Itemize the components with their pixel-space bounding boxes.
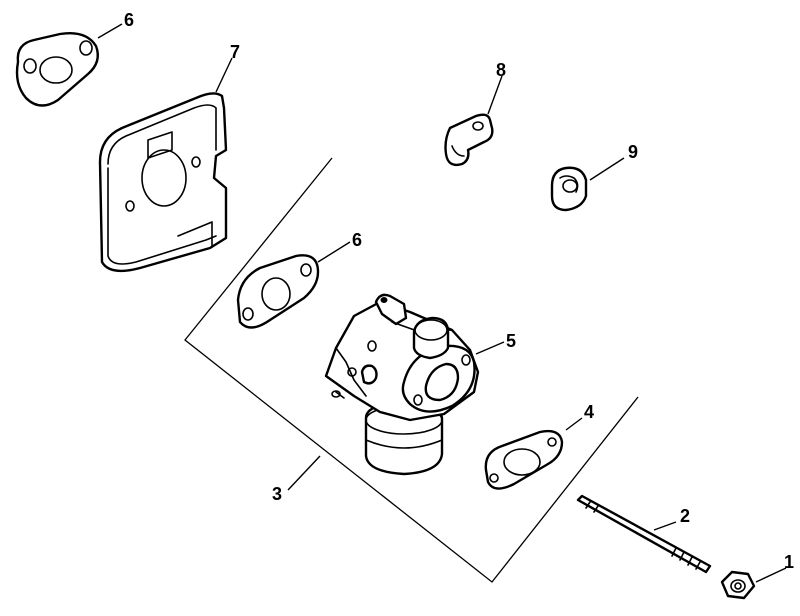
- leader-line-2: [653, 521, 677, 531]
- callout-5: 5: [506, 331, 516, 351]
- leader-line-7: [215, 57, 233, 93]
- leader-line-3: [287, 455, 321, 491]
- callout-2: 2: [680, 506, 690, 526]
- callout-3: 3: [272, 484, 282, 504]
- callout-6-middle: 6: [352, 230, 362, 250]
- callout-4: 4: [584, 402, 594, 422]
- callout-9: 9: [628, 142, 638, 162]
- leader-line-5: [475, 341, 505, 355]
- hex-nut: [720, 570, 756, 600]
- callout-6-top: 6: [124, 10, 134, 30]
- baffle-plate: [98, 92, 228, 273]
- callout-7: 7: [230, 42, 240, 62]
- gasket-small: [484, 429, 564, 490]
- leader-line-8: [487, 75, 503, 115]
- small-cap: [550, 166, 588, 212]
- leader-line-6a: [97, 23, 123, 39]
- callout-8: 8: [496, 60, 506, 80]
- assembly-boundary-line: [184, 157, 639, 583]
- leader-line-1: [755, 567, 787, 583]
- gasket-middle: [236, 254, 320, 329]
- stud-bolt: [576, 494, 712, 574]
- gasket-top-left: [15, 32, 99, 107]
- leader-line-6b: [317, 241, 351, 263]
- clamp: [444, 113, 494, 167]
- carburetor: [324, 293, 480, 476]
- leader-line-9: [589, 157, 625, 181]
- callout-1: 1: [784, 552, 794, 572]
- leader-line-4: [565, 417, 583, 431]
